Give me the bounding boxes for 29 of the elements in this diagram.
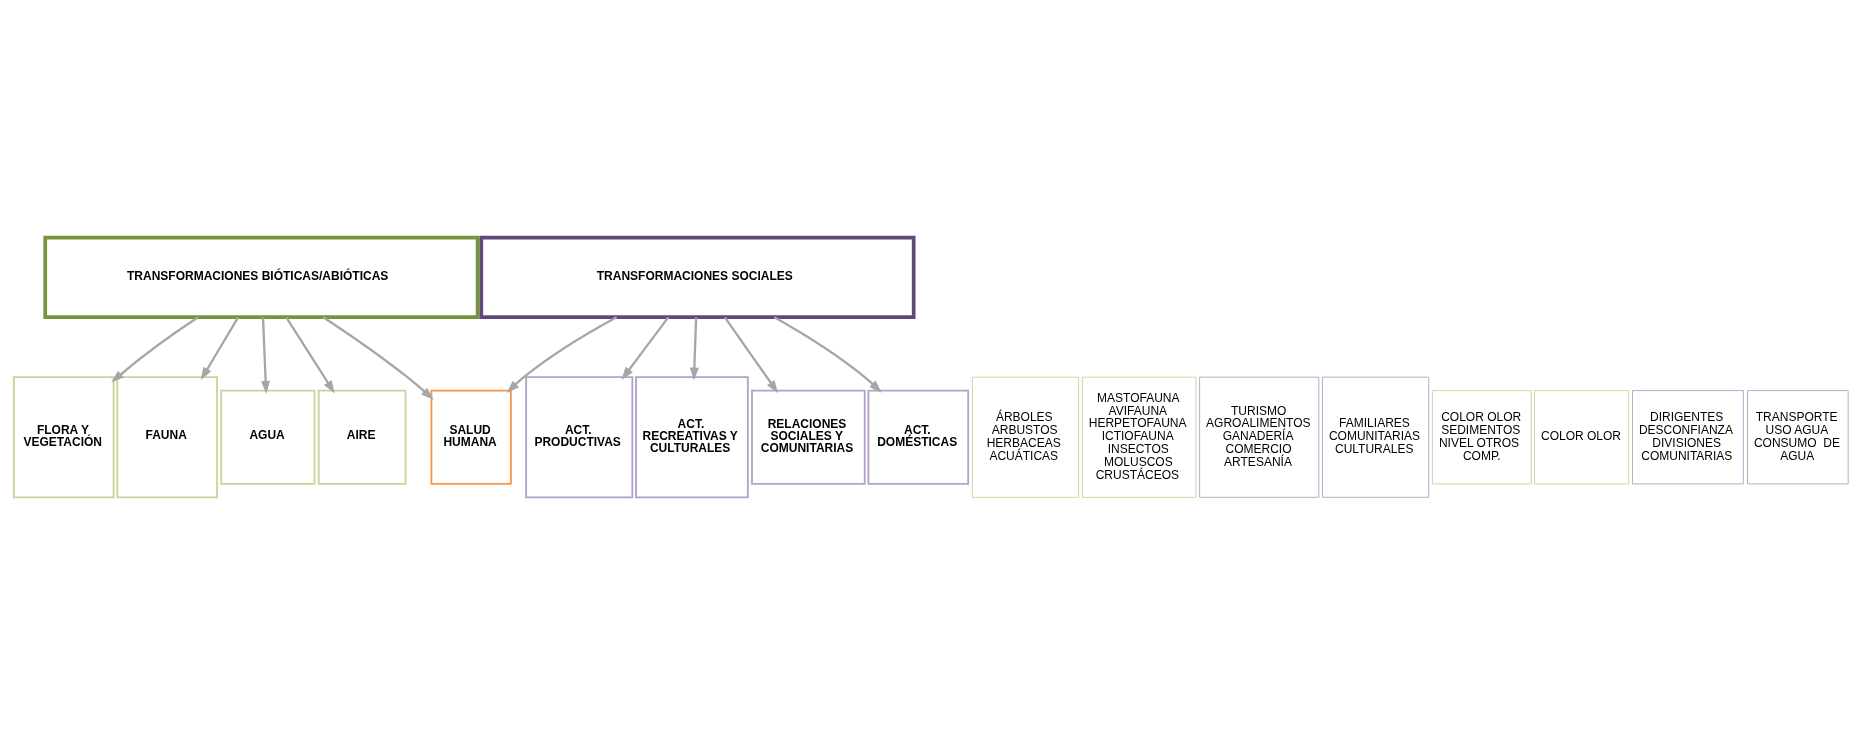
arrow	[322, 316, 434, 400]
node-box: ÁRBOLES ARBUSTOS HERBACEAS ACUÁTICAS	[971, 376, 1080, 498]
node-box: TRANSFORMACIONES BIÓTICAS/ABIÓTICAS	[43, 235, 480, 319]
node-box: SALUD HUMANA	[430, 389, 512, 485]
node-box: TRANSFORMACIONES SOCIALES	[479, 235, 916, 319]
node-box: ACT. RECREATIVAS Y CULTURALES	[635, 376, 749, 499]
arrow	[773, 316, 882, 393]
node-box: TRANSPORTE USO AGUA CONSUMO DE AGUA	[1747, 390, 1849, 485]
arrow	[506, 316, 618, 393]
arrow	[261, 317, 271, 394]
arrow	[621, 316, 670, 380]
node-box: COLOR OLOR SEDIMENTOS NIVEL OTROS COMP.	[1431, 390, 1532, 485]
arrow	[111, 316, 199, 383]
node-box: MASTOFAUNA AVIFAUNA HERPETOFAUNA ICTIOFAUNA INSECTOS MOLUSCOS CRUSTÁCEOS	[1081, 376, 1197, 498]
node-box: DIRIGENTES DESCONFIANZA DIVISIONES COMUNITARIAS	[1632, 390, 1744, 485]
node-box: COLOR OLOR	[1534, 390, 1630, 485]
node-box: AIRE	[317, 389, 407, 485]
arrow	[285, 316, 335, 394]
arrow	[723, 316, 779, 394]
node-box: ACT. PRODUCTIVAS	[525, 376, 634, 499]
node-box: AGUA	[220, 389, 316, 485]
node-box: FLORA Y VEGETACIÓN	[12, 376, 115, 499]
arrow	[200, 316, 240, 381]
node-box: FAMILIARES COMUNITARIAS CULTURALES	[1322, 376, 1430, 498]
node-box: TURISMO AGROALIMENTOS GANADERÍA COMERCIO ARTESANÍA	[1199, 376, 1320, 498]
node-box: RELACIONES SOCIALES Y COMUNITARIAS	[751, 389, 866, 485]
node-box: FAUNA	[116, 376, 218, 499]
arrow	[689, 317, 699, 381]
node-box: ACT. DOMÉSTICAS	[867, 389, 970, 485]
